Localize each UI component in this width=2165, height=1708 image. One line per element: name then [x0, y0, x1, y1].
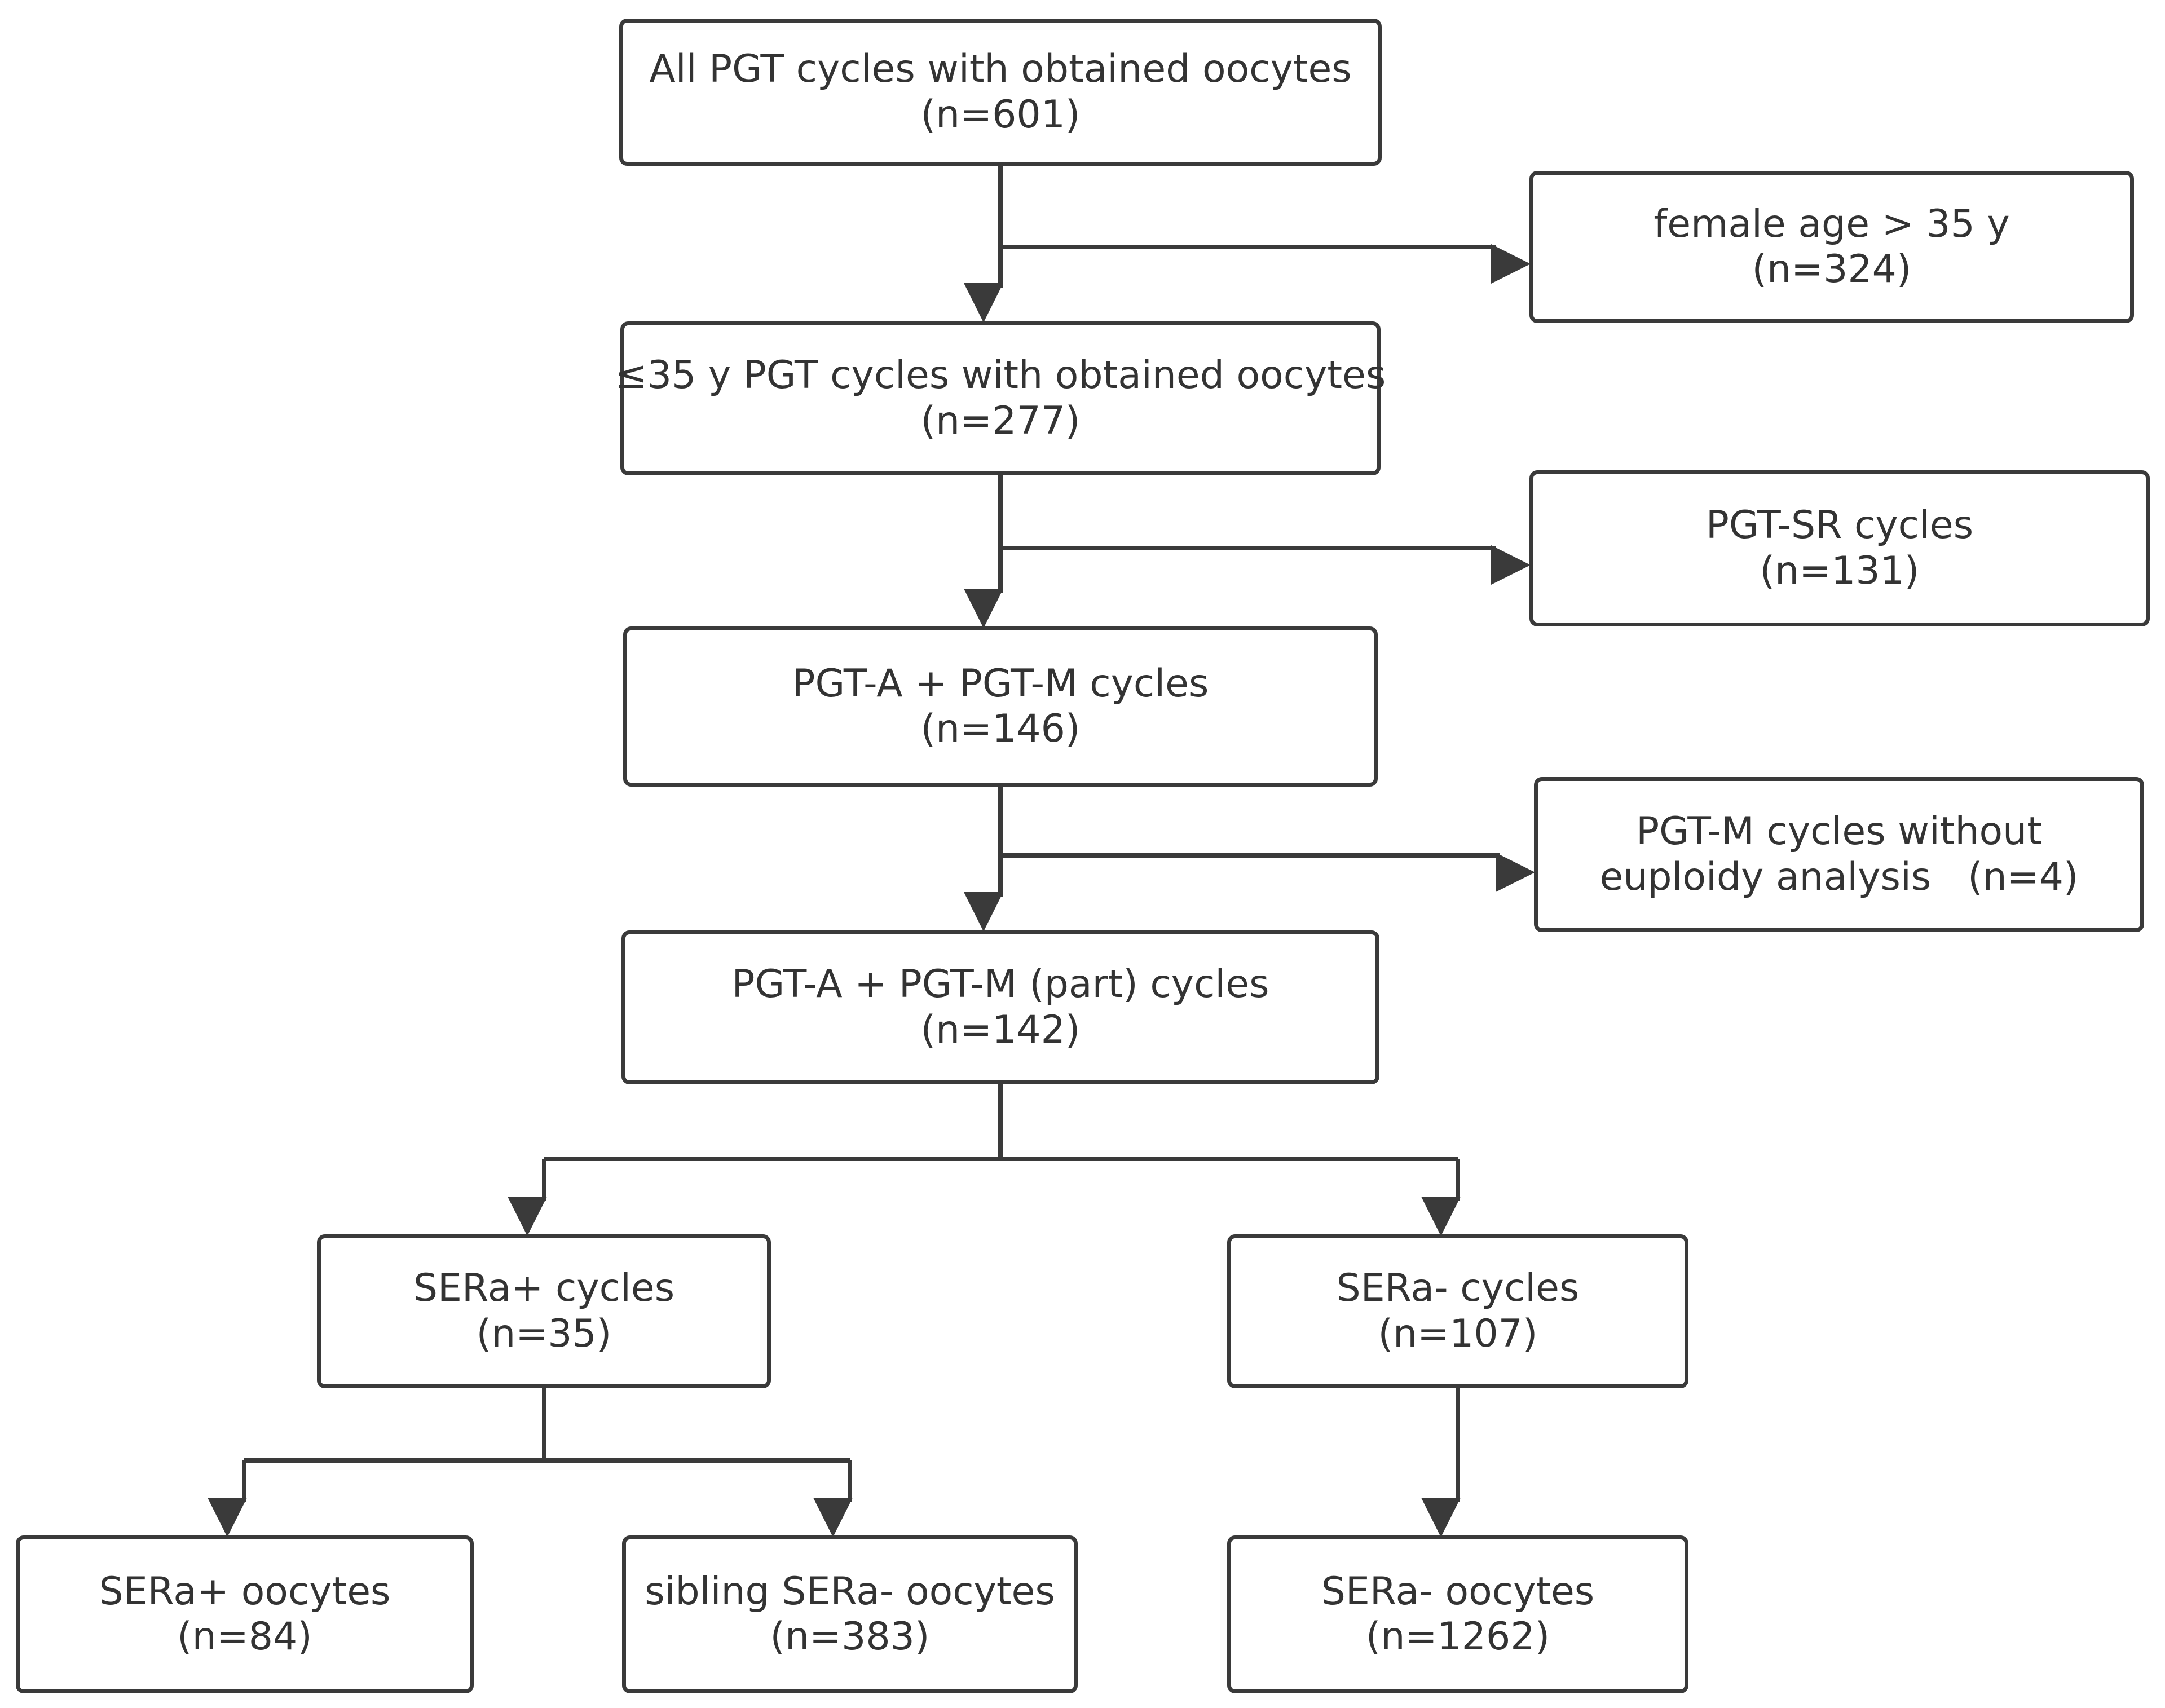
box-label: SERa+ oocytes — [99, 1569, 391, 1614]
box-female-age-excluded: female age > 35 y (n=324) — [1529, 171, 2134, 323]
box-label: PGT-A + PGT-M cycles — [792, 661, 1209, 706]
box-sera-negative-cycles: SERa- cycles (n=107) — [1227, 1234, 1688, 1388]
box-pgt-a-m-cycles: PGT-A + PGT-M cycles (n=146) — [623, 626, 1378, 787]
box-label: SERa- oocytes — [1321, 1569, 1595, 1614]
box-count: (n=277) — [920, 398, 1081, 443]
box-count: (n=107) — [1378, 1311, 1538, 1356]
box-le35-pgt-cycles: ≤35 y PGT cycles with obtained oocytes (… — [615, 321, 1386, 475]
box-label: SERa+ cycles — [413, 1266, 675, 1311]
box-label: PGT-SR cycles — [1705, 503, 1974, 548]
box-count: (n=324) — [1752, 247, 1912, 292]
box-pgt-a-m-part-cycles: PGT-A + PGT-M (part) cycles (n=142) — [621, 930, 1379, 1084]
box-count: (n=35) — [476, 1311, 612, 1356]
box-count: (n=1262) — [1365, 1614, 1550, 1659]
box-all-pgt-cycles: All PGT cycles with obtained oocytes (n=… — [619, 19, 1382, 166]
box-label: sibling SERa- oocytes — [645, 1569, 1055, 1614]
box-sera-positive-cycles: SERa+ cycles (n=35) — [317, 1234, 771, 1388]
box-pgt-m-no-euploidy-excluded: PGT-M cycles without euploidy analysis (… — [1534, 777, 2144, 932]
box-label: SERa- cycles — [1336, 1266, 1580, 1311]
box-label: PGT-A + PGT-M (part) cycles — [731, 962, 1269, 1007]
box-label: All PGT cycles with obtained oocytes — [649, 47, 1352, 92]
box-count: (n=146) — [920, 707, 1081, 751]
box-label-continued: euploidy analysis (n=4) — [1599, 854, 2079, 899]
box-pgt-sr-excluded: PGT-SR cycles (n=131) — [1529, 470, 2150, 626]
box-count: (n=142) — [920, 1007, 1081, 1052]
box-label: ≤35 y PGT cycles with obtained oocytes — [615, 353, 1386, 398]
box-label: PGT-M cycles without — [1636, 809, 2042, 854]
box-count: (n=383) — [770, 1614, 930, 1659]
box-count: (n=84) — [177, 1614, 312, 1659]
box-count: (n=131) — [1760, 548, 1920, 593]
box-sera-negative-oocytes: SERa- oocytes (n=1262) — [1227, 1535, 1688, 1693]
box-count: (n=601) — [920, 92, 1081, 137]
box-sera-positive-oocytes: SERa+ oocytes (n=84) — [16, 1535, 474, 1693]
box-sibling-sera-negative-oocytes: sibling SERa- oocytes (n=383) — [622, 1535, 1078, 1693]
box-label: female age > 35 y — [1653, 201, 2010, 246]
